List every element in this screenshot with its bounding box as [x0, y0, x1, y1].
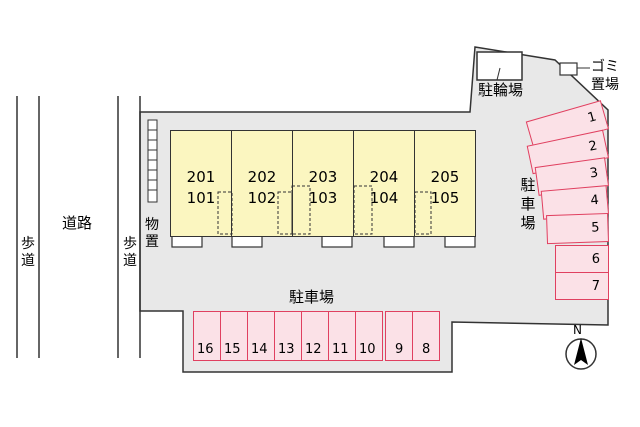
unit-lower-number: 104	[369, 189, 399, 207]
parking-space-5: 5	[546, 213, 609, 245]
unit-lower-number: 102	[247, 189, 277, 207]
bicycle-rack-icon	[147, 119, 158, 203]
parking-space-8: 8	[412, 311, 440, 361]
unit-204-104: 204 104	[353, 130, 415, 237]
sidewalk-right-label: 歩道	[123, 236, 137, 269]
unit-upper-number: 204	[369, 168, 399, 186]
parking-space-15: 15	[220, 311, 248, 361]
sidewalk-left-label: 歩道	[21, 236, 35, 269]
parking-space-6: 6	[555, 245, 609, 273]
parking-space-13: 13	[274, 311, 302, 361]
unit-upper-number: 203	[308, 168, 338, 186]
unit-lower-number: 101	[186, 189, 216, 207]
north-arrow-icon	[565, 338, 597, 370]
parking-space-11: 11	[328, 311, 356, 361]
parking-space-7: 7	[555, 272, 609, 300]
parking-space-10: 10	[355, 311, 383, 361]
unit-upper-number: 205	[430, 168, 460, 186]
unit-201-101: 201 101	[170, 130, 232, 237]
north-label: N	[573, 323, 582, 337]
unit-203-103: 203 103	[292, 130, 354, 237]
entrance-steps	[171, 235, 476, 248]
unit-upper-number: 201	[186, 168, 216, 186]
storage-label: 物置	[145, 217, 159, 250]
garbage-box-icon	[559, 62, 578, 76]
unit-202-102: 202 102	[231, 130, 293, 237]
unit-lower-number: 103	[308, 189, 338, 207]
unit-205-105: 205 105	[414, 130, 476, 237]
parking-space-16: 16	[193, 311, 221, 361]
bicycle-shed-icon	[476, 51, 523, 81]
parking-bottom-label: 駐車場	[289, 288, 335, 306]
garbage-area-label: ゴミ置場	[591, 59, 619, 93]
leader-line	[496, 67, 501, 81]
unit-upper-number: 202	[247, 168, 277, 186]
parking-space-9: 9	[385, 311, 413, 361]
road-label: 道路	[62, 214, 93, 232]
parking-space-12: 12	[301, 311, 329, 361]
bicycle-parking-label: 駐輪場	[478, 81, 524, 99]
parking-space-14: 14	[247, 311, 275, 361]
parking-right-label: 駐車場	[520, 176, 536, 232]
unit-lower-number: 105	[430, 189, 460, 207]
